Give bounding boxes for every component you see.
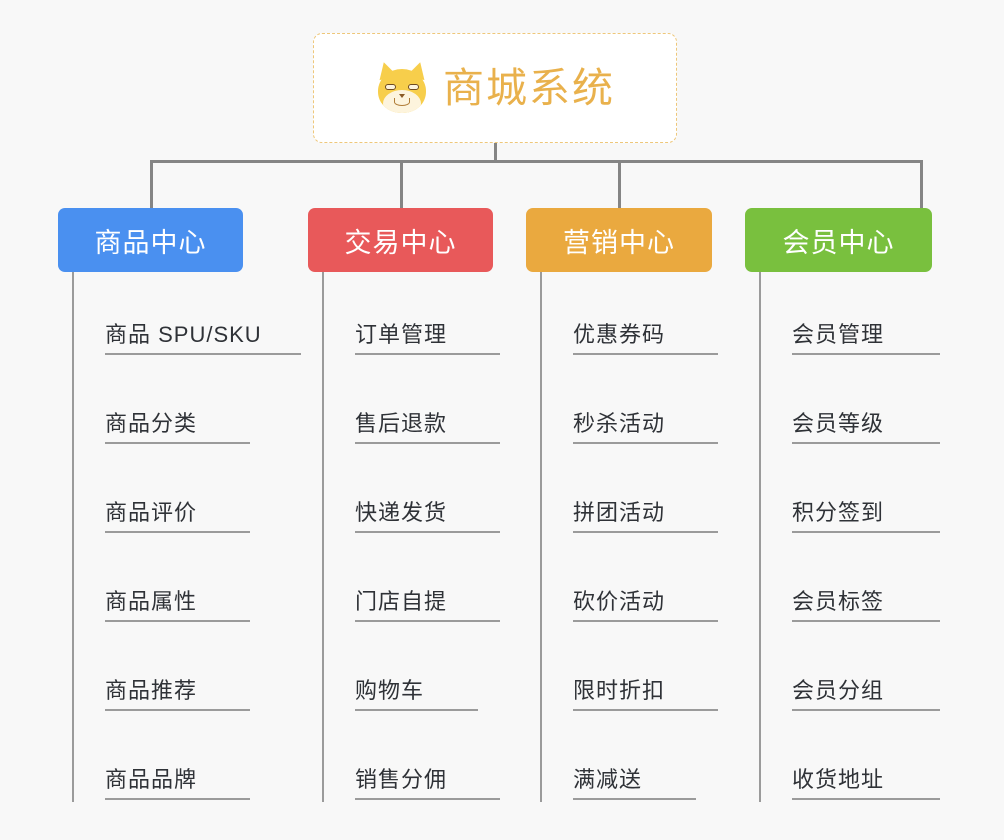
category-box-2[interactable]: 交易中心	[308, 208, 493, 272]
leaf-item[interactable]: 商品推荐	[105, 665, 250, 711]
leaf-item-label: 商品 SPU/SKU	[105, 322, 262, 347]
shiba-dog-icon	[375, 59, 429, 114]
leaf-item-underline	[792, 353, 940, 355]
branch-trunk-2	[322, 272, 324, 802]
root-node-card[interactable]: 商城系统	[313, 33, 677, 143]
leaf-item-label: 收货地址	[792, 767, 885, 792]
leaf-item-label: 积分签到	[792, 500, 885, 525]
leaf-item-label: 购物车	[355, 678, 425, 703]
leaf-item-underline	[105, 353, 301, 355]
leaf-item-label: 满减送	[573, 767, 643, 792]
leaf-item-label: 会员等级	[792, 411, 885, 436]
leaf-item-underline	[792, 709, 940, 711]
leaf-item[interactable]: 拼团活动	[573, 487, 718, 533]
leaf-item-label: 会员管理	[792, 322, 885, 347]
leaf-item[interactable]: 砍价活动	[573, 576, 718, 622]
leaf-item-underline	[355, 442, 500, 444]
leaf-item-underline	[105, 798, 250, 800]
leaf-item-label: 秒杀活动	[573, 411, 666, 436]
connector-drop-1	[150, 160, 153, 208]
leaf-item-label: 商品分类	[105, 411, 198, 436]
leaf-item-underline	[105, 709, 250, 711]
leaf-item-label: 售后退款	[355, 411, 448, 436]
leaf-item-label: 商品推荐	[105, 678, 198, 703]
leaf-item-underline	[355, 531, 500, 533]
leaf-item-underline	[105, 531, 250, 533]
leaf-item-label: 优惠券码	[573, 322, 666, 347]
leaf-item-label: 砍价活动	[573, 589, 666, 614]
category-box-3[interactable]: 营销中心	[526, 208, 712, 272]
leaf-item-underline	[573, 798, 696, 800]
category-box-4[interactable]: 会员中心	[745, 208, 932, 272]
leaf-item-underline	[105, 620, 250, 622]
leaf-item-underline	[792, 620, 940, 622]
leaf-item[interactable]: 会员标签	[792, 576, 940, 622]
leaf-item[interactable]: 快递发货	[355, 487, 500, 533]
leaf-item[interactable]: 会员分组	[792, 665, 940, 711]
leaf-item-underline	[573, 709, 718, 711]
leaf-item-underline	[573, 353, 718, 355]
branch-trunk-4	[759, 272, 761, 802]
connector-drop-4	[920, 160, 923, 208]
leaf-item-underline	[105, 442, 250, 444]
leaf-item-label: 销售分佣	[355, 767, 448, 792]
leaf-item[interactable]: 满减送	[573, 754, 696, 800]
leaf-item[interactable]: 商品品牌	[105, 754, 250, 800]
leaf-item[interactable]: 会员等级	[792, 398, 940, 444]
leaf-item[interactable]: 商品分类	[105, 398, 250, 444]
leaf-item-label: 商品属性	[105, 589, 198, 614]
leaf-item-label: 快递发货	[355, 500, 448, 525]
leaf-item[interactable]: 商品 SPU/SKU	[105, 309, 301, 355]
leaf-item[interactable]: 商品属性	[105, 576, 250, 622]
leaf-item[interactable]: 商品评价	[105, 487, 250, 533]
connector-horizontal-bus	[150, 160, 920, 163]
leaf-item[interactable]: 积分签到	[792, 487, 940, 533]
leaf-item-label: 会员标签	[792, 589, 885, 614]
leaf-item-underline	[573, 531, 718, 533]
leaf-item-label: 会员分组	[792, 678, 885, 703]
leaf-item[interactable]: 购物车	[355, 665, 478, 711]
leaf-item-underline	[573, 620, 718, 622]
leaf-item[interactable]: 销售分佣	[355, 754, 500, 800]
leaf-item-label: 订单管理	[355, 322, 448, 347]
leaf-item-underline	[355, 709, 478, 711]
leaf-item-underline	[355, 353, 500, 355]
connector-root-stem	[494, 143, 497, 162]
leaf-item-label: 商品评价	[105, 500, 198, 525]
leaf-item[interactable]: 售后退款	[355, 398, 500, 444]
connector-drop-3	[618, 160, 621, 208]
connector-drop-2	[400, 160, 403, 208]
leaf-item[interactable]: 秒杀活动	[573, 398, 718, 444]
leaf-item[interactable]: 收货地址	[792, 754, 940, 800]
category-box-1[interactable]: 商品中心	[58, 208, 243, 272]
leaf-item-underline	[792, 531, 940, 533]
leaf-item-label: 商品品牌	[105, 767, 198, 792]
leaf-item[interactable]: 订单管理	[355, 309, 500, 355]
root-node-title: 商城系统	[443, 64, 615, 111]
leaf-item[interactable]: 优惠券码	[573, 309, 718, 355]
leaf-item-underline	[355, 798, 500, 800]
branch-trunk-1	[72, 272, 74, 802]
branch-trunk-3	[540, 272, 542, 802]
leaf-item[interactable]: 门店自提	[355, 576, 500, 622]
leaf-item-label: 拼团活动	[573, 500, 666, 525]
leaf-item-label: 限时折扣	[573, 678, 666, 703]
leaf-item-underline	[792, 798, 940, 800]
leaf-item-underline	[792, 442, 940, 444]
leaf-item-underline	[573, 442, 718, 444]
leaf-item[interactable]: 限时折扣	[573, 665, 718, 711]
leaf-item-underline	[355, 620, 500, 622]
leaf-item[interactable]: 会员管理	[792, 309, 940, 355]
leaf-item-label: 门店自提	[355, 589, 448, 614]
